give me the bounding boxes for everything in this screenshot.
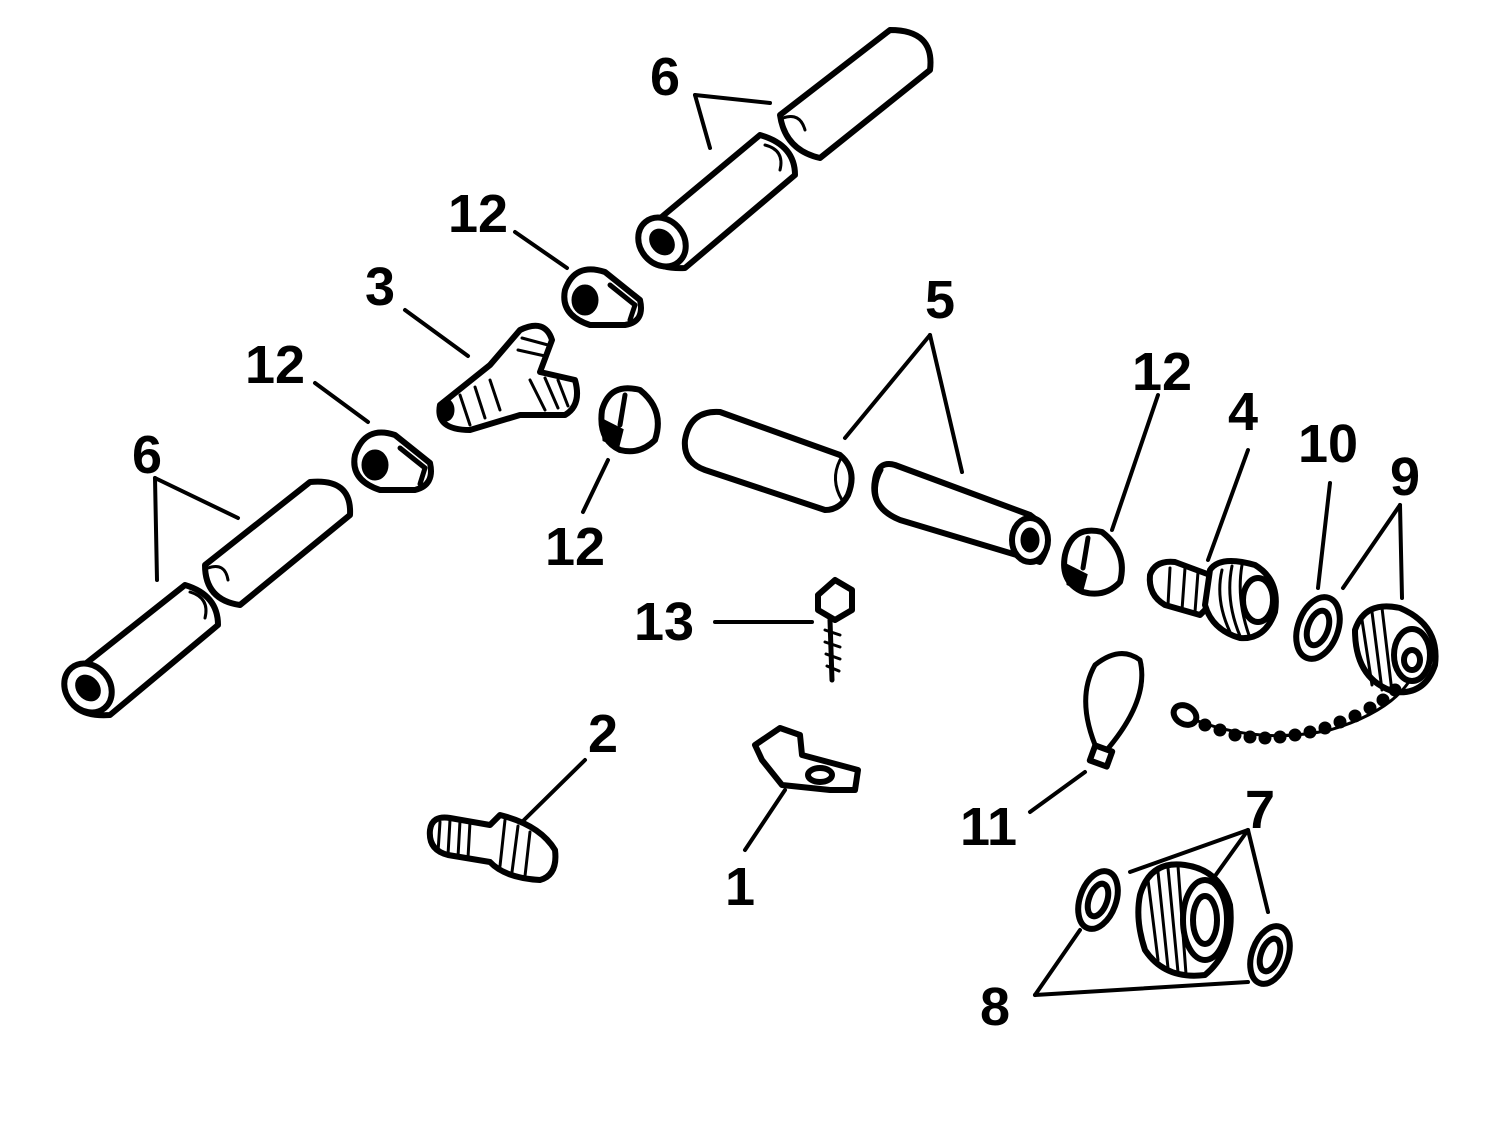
callout-4: 4 — [1228, 382, 1258, 442]
cap-9 — [1352, 603, 1439, 696]
coupler-7 — [1135, 861, 1234, 979]
chain — [1170, 678, 1412, 745]
connector-4 — [1146, 558, 1279, 642]
fitting-2 — [426, 812, 559, 883]
callout-12-right: 12 — [1132, 342, 1192, 402]
hose-6-left — [61, 478, 354, 719]
callout-6-left: 6 — [132, 425, 162, 485]
screw-13 — [815, 577, 855, 683]
hose-6-top — [635, 27, 934, 272]
callout-labels: 6 12 3 12 6 12 5 12 4 10 9 13 2 1 11 7 8 — [132, 47, 1420, 1037]
tee-fitting-3 — [436, 322, 580, 433]
callout-5: 5 — [925, 270, 955, 330]
clamp-12-top — [561, 266, 644, 328]
callout-12-mid: 12 — [545, 517, 605, 577]
callout-3: 3 — [365, 257, 395, 317]
callout-10: 10 — [1298, 414, 1358, 474]
washer-10 — [1293, 594, 1343, 662]
callout-1: 1 — [725, 857, 755, 917]
callout-2: 2 — [588, 704, 618, 764]
washer-8-left — [1075, 868, 1121, 932]
callout-13: 13 — [634, 592, 694, 652]
callout-8: 8 — [980, 977, 1010, 1037]
hose-5 — [681, 408, 1051, 565]
clamp-12-left — [351, 429, 434, 493]
callout-6-top: 6 — [650, 47, 680, 107]
washer-8-right — [1247, 923, 1293, 987]
callout-9: 9 — [1390, 447, 1420, 507]
clamp-12-right — [1061, 527, 1125, 597]
bracket-1 — [752, 725, 861, 793]
callout-11: 11 — [960, 797, 1017, 857]
clamp-12-mid — [598, 385, 661, 455]
strap-11 — [1083, 651, 1145, 770]
callout-7: 7 — [1245, 780, 1275, 840]
callout-12-top: 12 — [448, 184, 508, 244]
leader-lines — [153, 93, 1404, 997]
callout-12-left: 12 — [245, 335, 305, 395]
